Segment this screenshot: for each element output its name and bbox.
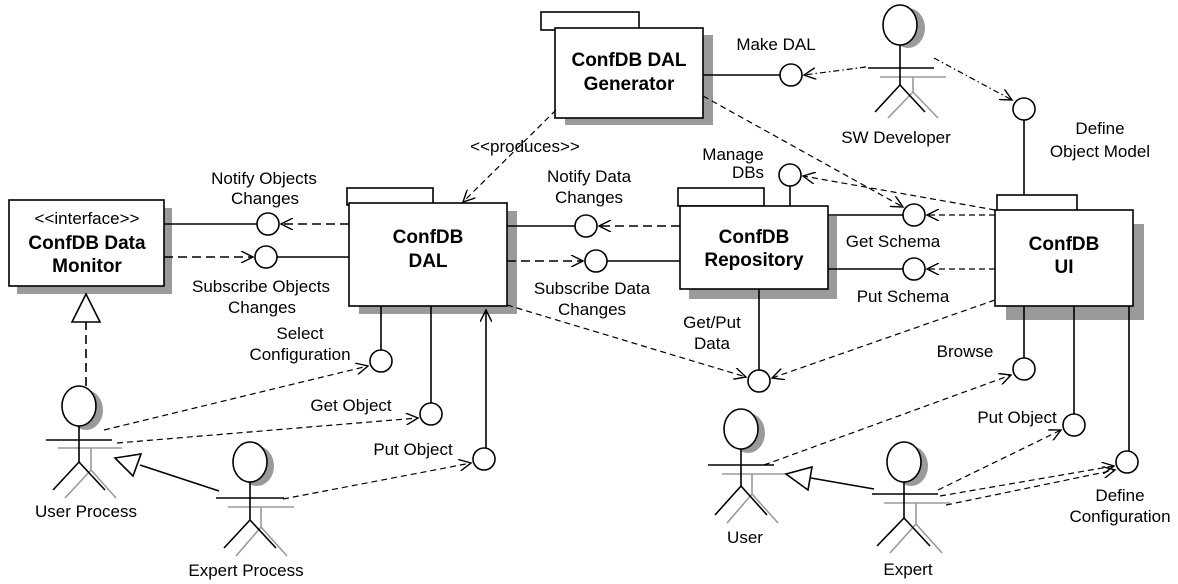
interface-put-schema[interactable] <box>828 257 926 281</box>
label-subscribe-data-changes-line1: Subscribe Data <box>534 279 651 298</box>
interface-notify-data-changes[interactable] <box>507 214 598 238</box>
interface-browse[interactable] <box>1012 306 1036 381</box>
generalization-expert-user <box>784 465 875 492</box>
label-put-object-dal: Put Object <box>373 440 453 459</box>
label-produces: <<produces>> <box>470 137 580 156</box>
actor-sw-developer[interactable] <box>868 4 946 119</box>
dep-expert-put-object <box>937 430 1061 491</box>
actor-label-expert-process: Expert Process <box>188 561 303 580</box>
interface-name-line2: Monitor <box>52 256 122 277</box>
interface-get-put-data[interactable] <box>747 289 771 393</box>
generator-title-line1: ConfDB DAL <box>571 50 686 71</box>
label-subscribe-data-changes-line2: Changes <box>558 300 626 319</box>
dep-dal-get-put-data <box>506 304 746 377</box>
dal-title-line2: DAL <box>408 251 447 272</box>
dep-ui-get-put-data <box>772 299 996 378</box>
label-subscribe-objects-changes-line2: Changes <box>228 298 296 317</box>
label-put-object-ui: Put Object <box>977 408 1057 427</box>
interface-select-configuration[interactable] <box>369 306 393 373</box>
actor-label-user: User <box>727 528 763 547</box>
package-confdb-dal[interactable]: ConfDB DAL <box>346 187 517 314</box>
generalization-expertproc-userproc <box>113 453 220 492</box>
dep-expert-define-config-a <box>939 466 1114 497</box>
interface-put-object-dal[interactable] <box>472 310 496 471</box>
label-get-put-data-line1: Get/Put <box>683 313 741 332</box>
dep-generator-get-schema <box>702 95 903 207</box>
dep-swdev-make-dal <box>804 66 867 75</box>
label-get-put-data-line2: Data <box>694 334 730 353</box>
label-define-configuration-line1: Define <box>1095 486 1144 505</box>
package-confdb-dal-generator[interactable]: ConfDB DAL Generator <box>540 11 713 125</box>
interface-notify-objects-changes[interactable] <box>164 212 280 236</box>
dep-swdev-define-object-model <box>933 57 1012 100</box>
interface-put-object-ui[interactable] <box>1062 306 1086 437</box>
label-notify-objects-changes-line2: Changes <box>231 189 299 208</box>
label-put-schema: Put Schema <box>857 287 950 306</box>
interface-define-object-model[interactable] <box>1012 97 1036 195</box>
realization-userproc-monitor <box>70 292 102 386</box>
dep-userproc-select-config <box>103 366 368 431</box>
label-define-object-model-line1: Define <box>1075 119 1124 138</box>
actor-expert-process[interactable] <box>216 441 294 557</box>
interface-confdb-data-monitor[interactable]: <<interface>> ConfDB Data Monitor <box>8 199 172 294</box>
label-get-object: Get Object <box>310 396 392 415</box>
interface-stereotype: <<interface>> <box>35 209 140 228</box>
label-get-schema: Get Schema <box>846 232 941 251</box>
dep-user-browse <box>763 375 1011 466</box>
interface-manage-dbs[interactable] <box>778 163 802 206</box>
package-confdb-ui[interactable]: ConfDB UI <box>994 194 1144 320</box>
interface-get-schema[interactable] <box>828 203 926 227</box>
dep-produces <box>463 109 557 202</box>
actor-user[interactable] <box>708 408 786 524</box>
dep-ui-manage-dbs <box>803 176 996 211</box>
label-manage-dbs-line2: DBs <box>732 163 764 182</box>
label-subscribe-objects-changes-line1: Subscribe Objects <box>192 277 330 296</box>
interface-define-configuration[interactable] <box>1115 306 1139 474</box>
dep-expert-define-config-b <box>945 470 1115 506</box>
repository-title-line1: ConfDB <box>719 227 790 248</box>
interface-subscribe-objects-changes[interactable] <box>254 245 349 269</box>
interface-make-dal[interactable] <box>703 63 803 87</box>
label-define-object-model-line2: Object Model <box>1050 142 1150 161</box>
label-notify-objects-changes-line1: Notify Objects <box>211 169 317 188</box>
interface-name-line1: ConfDB Data <box>28 233 146 254</box>
dal-title-line1: ConfDB <box>393 227 464 248</box>
label-define-configuration-line2: Configuration <box>1069 507 1170 526</box>
label-notify-data-changes-line2: Changes <box>555 188 623 207</box>
interface-subscribe-data-changes[interactable] <box>584 249 680 273</box>
label-browse: Browse <box>937 342 994 361</box>
label-notify-data-changes-line1: Notify Data <box>547 167 632 186</box>
actor-label-expert: Expert <box>883 560 932 579</box>
actor-label-sw-developer: SW Developer <box>841 128 951 147</box>
label-select-configuration-line2: Configuration <box>249 345 350 364</box>
dep-expertproc-put-object <box>282 463 471 500</box>
dep-userproc-get-object <box>116 418 418 444</box>
ui-title-line1: ConfDB <box>1029 234 1100 255</box>
label-make-dal: Make DAL <box>736 35 815 54</box>
generator-title-line2: Generator <box>584 74 675 95</box>
repository-title-line2: Repository <box>704 250 804 271</box>
package-confdb-repository[interactable]: ConfDB Repository <box>677 187 837 299</box>
label-manage-dbs-line1: Manage <box>702 145 763 164</box>
interface-get-object[interactable] <box>419 306 443 426</box>
label-select-configuration-line1: Select <box>276 324 324 343</box>
ui-title-line2: UI <box>1055 257 1074 278</box>
actor-expert[interactable] <box>872 441 950 554</box>
actor-user-process[interactable] <box>46 385 122 499</box>
actor-label-user-process: User Process <box>35 502 137 521</box>
